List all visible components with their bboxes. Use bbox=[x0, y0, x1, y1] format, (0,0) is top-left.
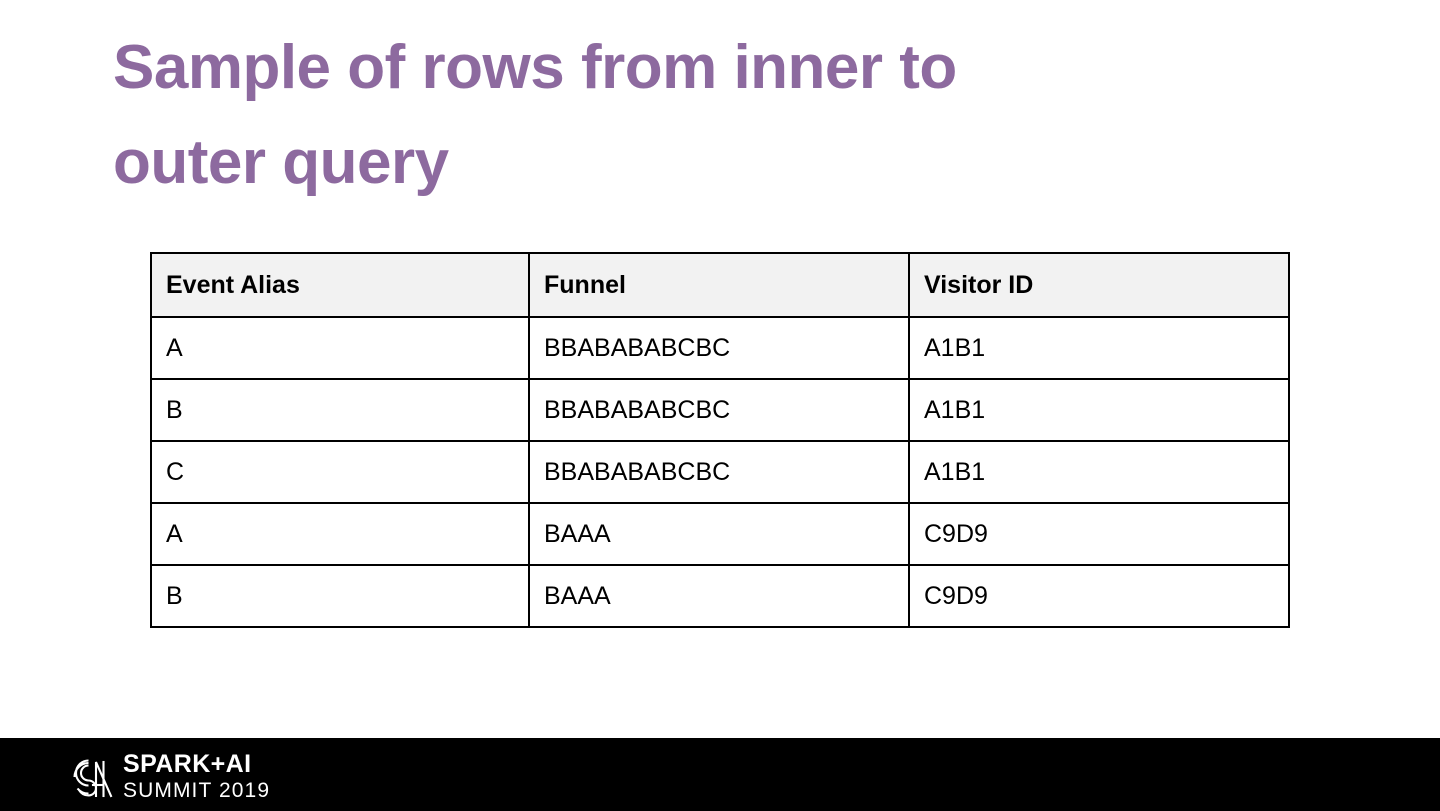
cell-visitor-id: C9D9 bbox=[908, 564, 1290, 628]
cell-event-alias: C bbox=[150, 440, 530, 504]
data-table-container: Event Alias Funnel Visitor ID A BBABABAB… bbox=[150, 252, 1290, 628]
footer-logo: SPARK+AI SUMMIT 2019 bbox=[68, 752, 270, 802]
cell-funnel: BBABABABCBC bbox=[528, 316, 910, 380]
cell-visitor-id: A1B1 bbox=[908, 316, 1290, 380]
sample-rows-table: Event Alias Funnel Visitor ID A BBABABAB… bbox=[150, 252, 1290, 628]
cell-event-alias: A bbox=[150, 502, 530, 566]
footer-logo-text: SPARK+AI SUMMIT 2019 bbox=[123, 750, 271, 803]
table-header: Event Alias Funnel Visitor ID bbox=[150, 252, 1290, 318]
cell-funnel: BAAA bbox=[528, 564, 910, 628]
footer-logo-line1: SPARK+AI bbox=[123, 750, 252, 778]
column-header-event-alias: Event Alias bbox=[150, 252, 530, 318]
cell-funnel: BBABABABCBC bbox=[528, 378, 910, 442]
table-header-row: Event Alias Funnel Visitor ID bbox=[150, 252, 1290, 318]
spark-summit-spiral-icon bbox=[73, 759, 113, 798]
cell-funnel: BBABABABCBC bbox=[528, 440, 910, 504]
table-row: B BBABABABCBC A1B1 bbox=[150, 378, 1290, 442]
table-body: A BBABABABCBC A1B1 B BBABABABCBC A1B1 C … bbox=[150, 316, 1290, 628]
cell-event-alias: B bbox=[150, 378, 530, 442]
table-row: A BBABABABCBC A1B1 bbox=[150, 316, 1290, 380]
footer-logo-line2: SUMMIT 2019 bbox=[123, 779, 271, 802]
table-row: C BBABABABCBC A1B1 bbox=[150, 440, 1290, 504]
cell-funnel: BAAA bbox=[528, 502, 910, 566]
cell-visitor-id: A1B1 bbox=[908, 378, 1290, 442]
table-row: A BAAA C9D9 bbox=[150, 502, 1290, 566]
cell-visitor-id: A1B1 bbox=[908, 440, 1290, 504]
cell-event-alias: B bbox=[150, 564, 530, 628]
column-header-funnel: Funnel bbox=[528, 252, 910, 318]
table-row: B BAAA C9D9 bbox=[150, 564, 1290, 628]
column-header-visitor-id: Visitor ID bbox=[908, 252, 1290, 318]
footer-bar bbox=[0, 738, 1440, 811]
cell-visitor-id: C9D9 bbox=[908, 502, 1290, 566]
cell-event-alias: A bbox=[150, 316, 530, 380]
page-title: Sample of rows from inner to outer query bbox=[113, 33, 957, 197]
